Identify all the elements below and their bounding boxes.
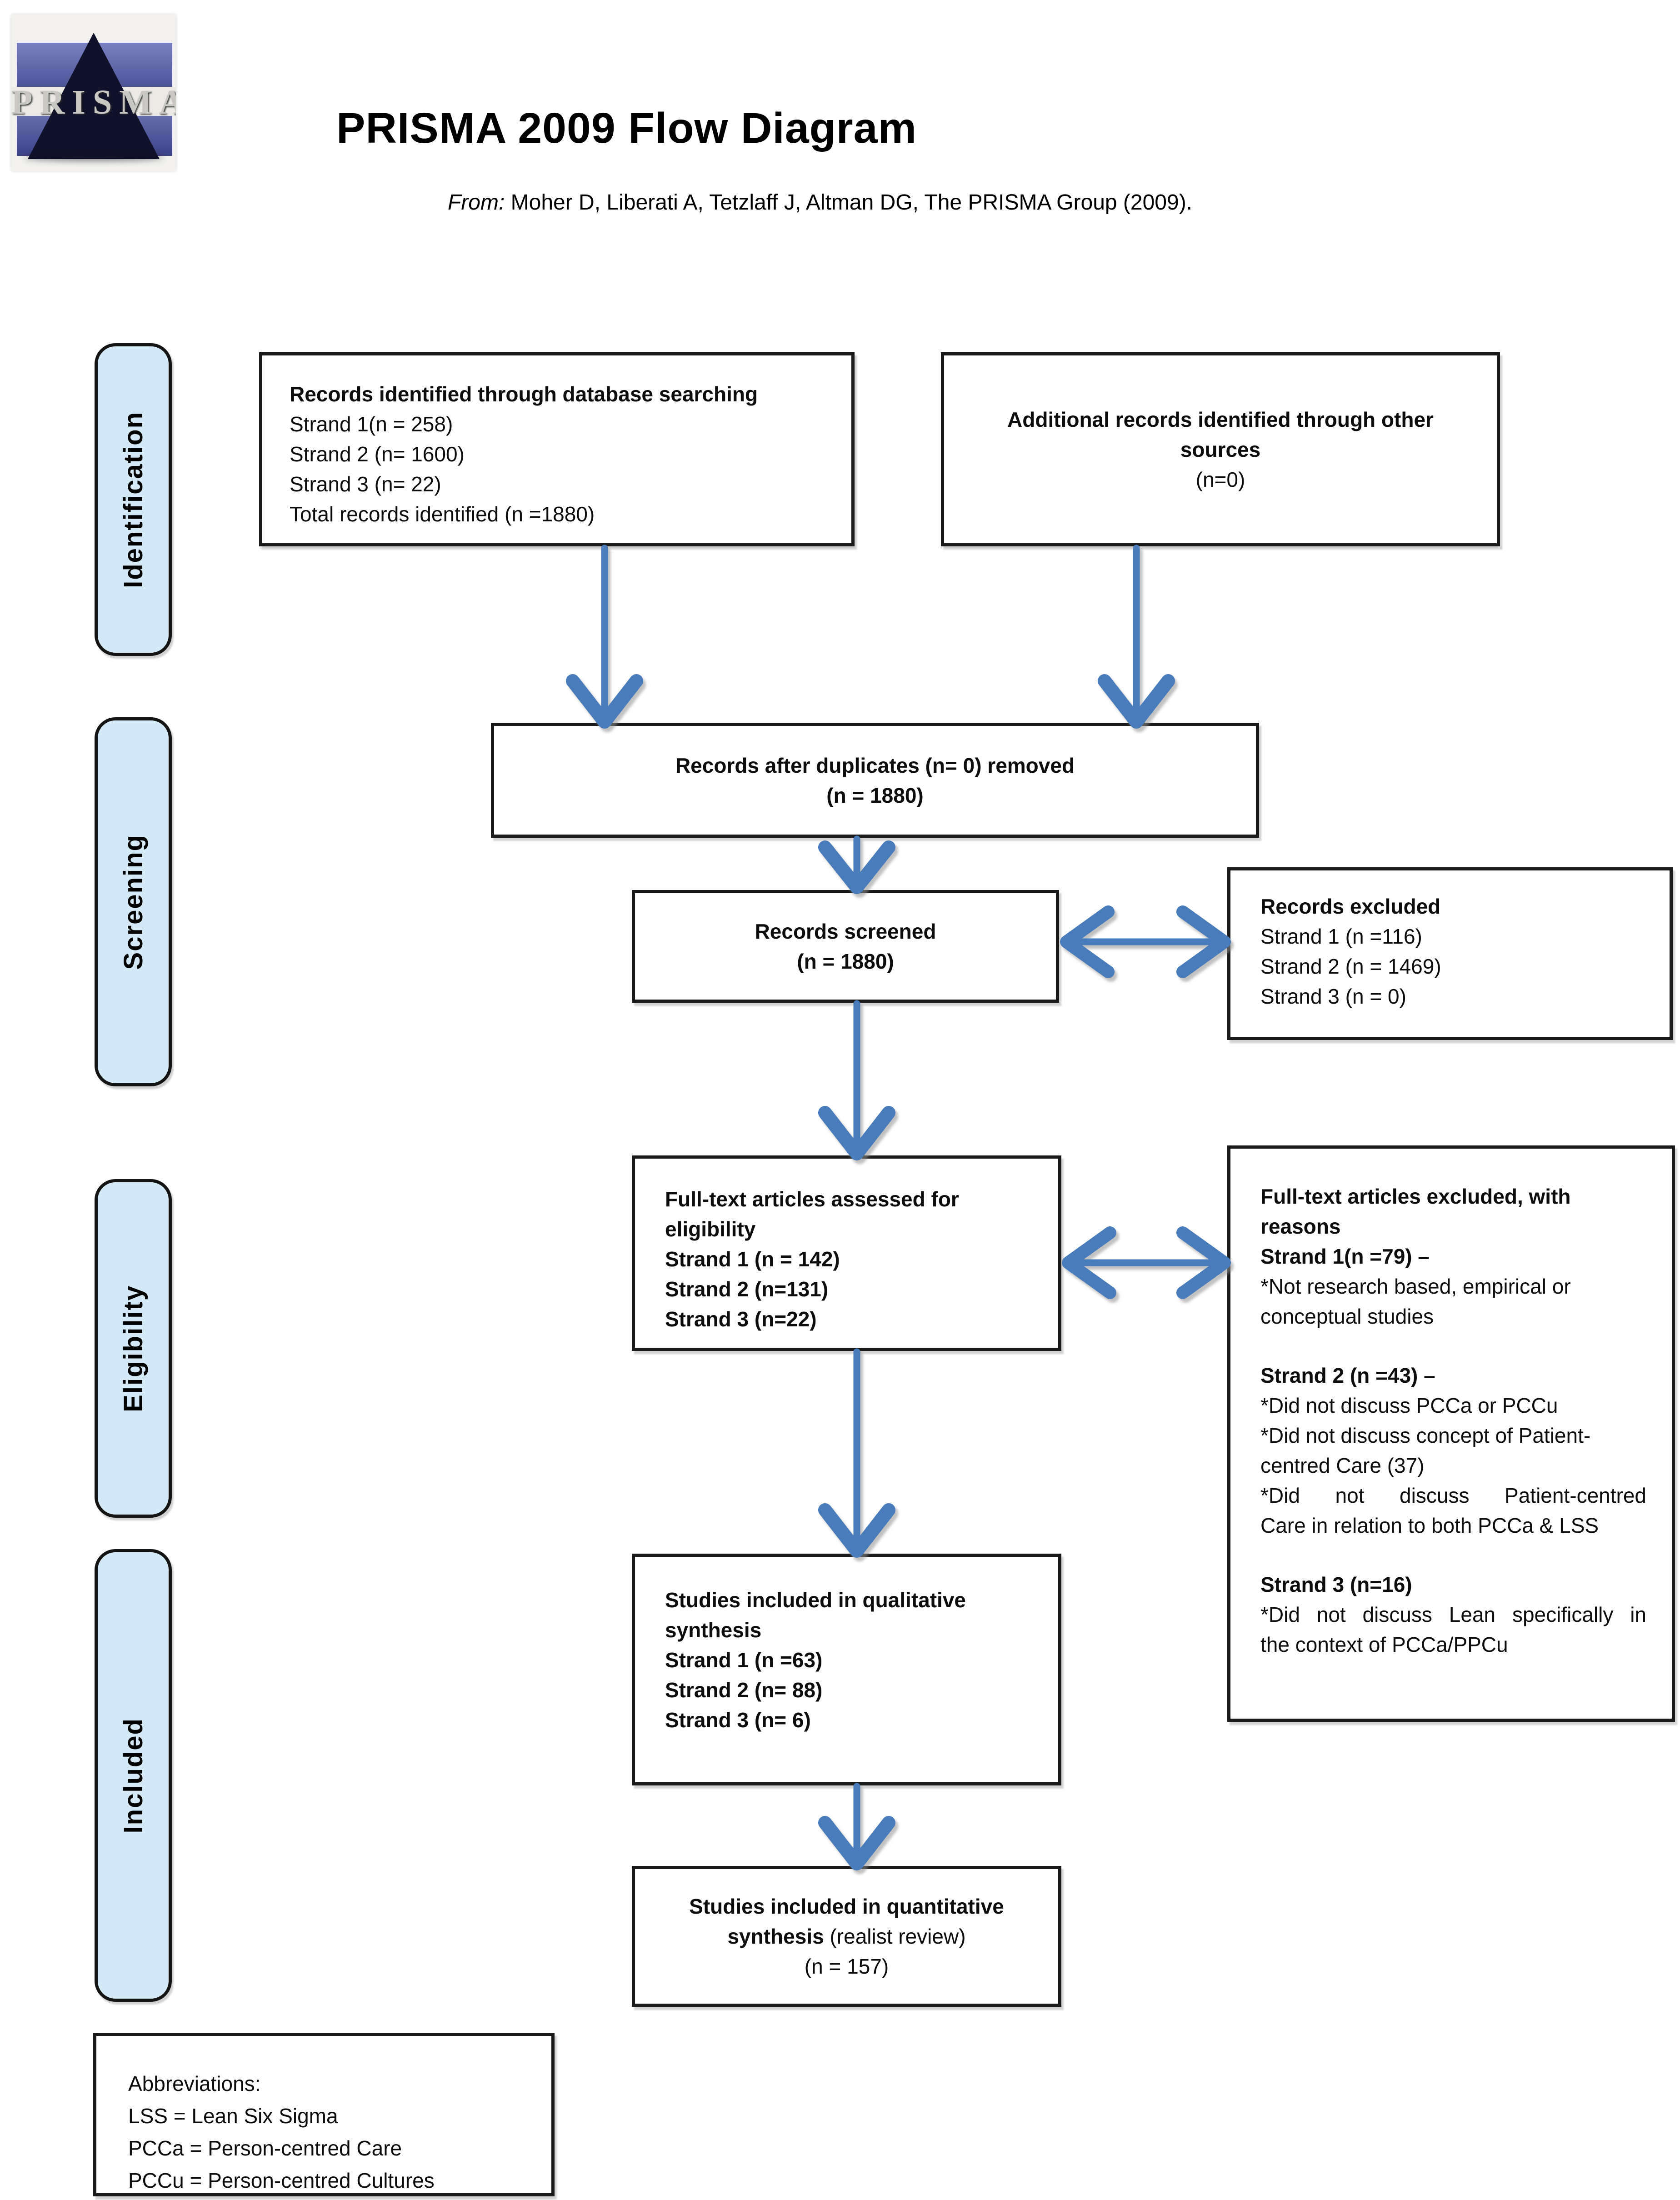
strand-line: Strand 1 (n = 142) [665,1247,840,1271]
strand-line: Strand 2 (n= 88) [665,1678,823,1702]
box-records-identified: Records identified through database sear… [259,352,855,546]
box-fulltext-excluded-title-line2: reasons [1260,1215,1341,1238]
box-records-after-duplicates: Records after duplicates (n= 0) removed … [491,723,1259,838]
box-qualitative-title-line1: Studies included in qualitative [665,1588,966,1612]
strand1-reason: *Not research based, empirical or [1260,1275,1571,1298]
box-additional-records-title-line1: Additional records identified through ot… [1007,407,1434,431]
strand-line: Strand 3 (n= 22) [290,472,441,496]
box-additional-records: Additional records identified through ot… [941,352,1500,546]
box-records-identified-title: Records identified through database sear… [290,382,758,406]
box-records-excluded: Records excluded Strand 1 (n =116) Stran… [1227,867,1673,1040]
strand-line: Strand 1(n = 258) [290,412,453,436]
box-records-after-duplicates-title: Records after duplicates (n= 0) removed [675,753,1075,777]
strand-line: Strand 1 (n =116) [1260,925,1422,948]
logo-wordmark: PRISMA [11,83,176,121]
box-abbreviations: Abbreviations: LSS = Lean Six Sigma PCCa… [93,2033,555,2196]
strand3-reason: *Did not discuss Lean specifically in [1260,1603,1646,1626]
strand2-reason: *Did not discuss PCCa or PCCu [1260,1394,1558,1417]
stage-label-included: Included [95,1549,172,2002]
box-fulltext-assessed-title-line2: eligibility [665,1217,756,1241]
strand-line: Strand 1 (n =63) [665,1648,823,1672]
box-quantitative-title-line1: Studies included in quantitative [689,1895,1004,1918]
box-records-screened: Records screened (n = 1880) [632,890,1059,1003]
arrow-qualitative-to-quantitative [818,1783,895,1870]
strand-line: Strand 3 (n=22) [665,1307,817,1331]
stage-label-eligibility-text: Eligibility [118,1285,148,1412]
box-fulltext-excluded-title-line1: Full-text articles excluded, with [1260,1185,1571,1208]
strand2-reason: centred Care (37) [1260,1454,1425,1477]
total-records-line: Total records identified (n =1880) [290,502,595,526]
box-records-after-duplicates-count: (n = 1880) [826,783,924,807]
strand-line: Strand 2 (n=131) [665,1277,829,1301]
citation-from-label: From: [448,190,505,215]
box-quantitative-title-line2: synthesis (realist review) [635,1921,1058,1951]
box-additional-records-title-line2: sources [1180,437,1261,461]
arrow-identified-to-duplicates [566,545,643,729]
stage-label-included-text: Included [118,1717,148,1834]
stage-label-eligibility: Eligibility [95,1179,172,1518]
box-quantitative-title-line2-regular: (realist review) [824,1925,966,1948]
prisma-logo: PRISMA [11,15,176,171]
arrow-assessed-fulltext-excluded-bidirectional [1062,1226,1231,1299]
strand1-reason: conceptual studies [1260,1305,1434,1328]
strand-line: Strand 3 (n = 0) [1260,985,1406,1008]
abbreviation-line: PCCa = Person-centred Care [128,2136,402,2160]
strand2-reason: *Did not discuss concept of Patient- [1260,1424,1591,1447]
arrow-screened-records-excluded-bidirectional [1060,905,1231,978]
strand-line: Strand 2 (n = 1469) [1260,955,1441,978]
arrow-additional-to-duplicates [1098,545,1175,729]
box-records-excluded-title: Records excluded [1260,895,1441,918]
logo-prism-triangle-icon [28,33,160,159]
strand2-reason: Care in relation to both PCCa & LSS [1260,1514,1599,1537]
arrow-screened-to-assessed [818,1000,895,1160]
abbreviations-title: Abbreviations: [128,2072,261,2095]
box-fulltext-excluded: Full-text articles excluded, with reason… [1227,1145,1675,1722]
citation-line: From: Moher D, Liberati A, Tetzlaff J, A… [448,190,1192,215]
box-fulltext-assessed: Full-text articles assessed for eligibil… [632,1155,1061,1351]
logo-triangle-shadow [24,154,163,161]
strand1-header: Strand 1(n =79) – [1260,1245,1430,1268]
arrow-assessed-to-qualitative [818,1348,895,1558]
box-quantitative-synthesis: Studies included in quantitative synthes… [632,1866,1061,2007]
strand2-header: Strand 2 (n =43) – [1260,1364,1435,1387]
page-title: PRISMA 2009 Flow Diagram [336,104,917,152]
stage-label-screening: Screening [95,717,172,1086]
box-quantitative-count: (n = 157) [804,1955,889,1978]
box-records-screened-count: (n = 1880) [797,950,894,973]
stage-label-identification-text: Identification [118,411,148,588]
box-qualitative-synthesis: Studies included in qualitative synthesi… [632,1554,1061,1785]
strand-line: Strand 2 (n= 1600) [290,442,465,466]
box-quantitative-title-line2-bold: synthesis [727,1925,824,1948]
abbreviation-line: PCCu = Person-centred Cultures [128,2169,435,2192]
stage-label-screening-text: Screening [118,834,148,970]
citation-text: Moher D, Liberati A, Tetzlaff J, Altman … [505,190,1193,215]
box-records-screened-title: Records screened [755,920,936,943]
abbreviation-line: LSS = Lean Six Sigma [128,2104,338,2128]
strand3-reason: the context of PCCa/PPCu [1260,1633,1508,1656]
strand-line: Strand 3 (n= 6) [665,1708,811,1732]
strand3-header: Strand 3 (n=16) [1260,1573,1412,1596]
stage-label-identification: Identification [95,343,172,656]
arrow-duplicates-to-screened [818,835,895,894]
box-fulltext-assessed-title-line1: Full-text articles assessed for [665,1187,959,1211]
strand2-reason: *Did not discuss Patient-centred [1260,1484,1646,1507]
box-additional-records-count: (n=0) [1195,467,1245,491]
box-qualitative-title-line2: synthesis [665,1618,762,1642]
